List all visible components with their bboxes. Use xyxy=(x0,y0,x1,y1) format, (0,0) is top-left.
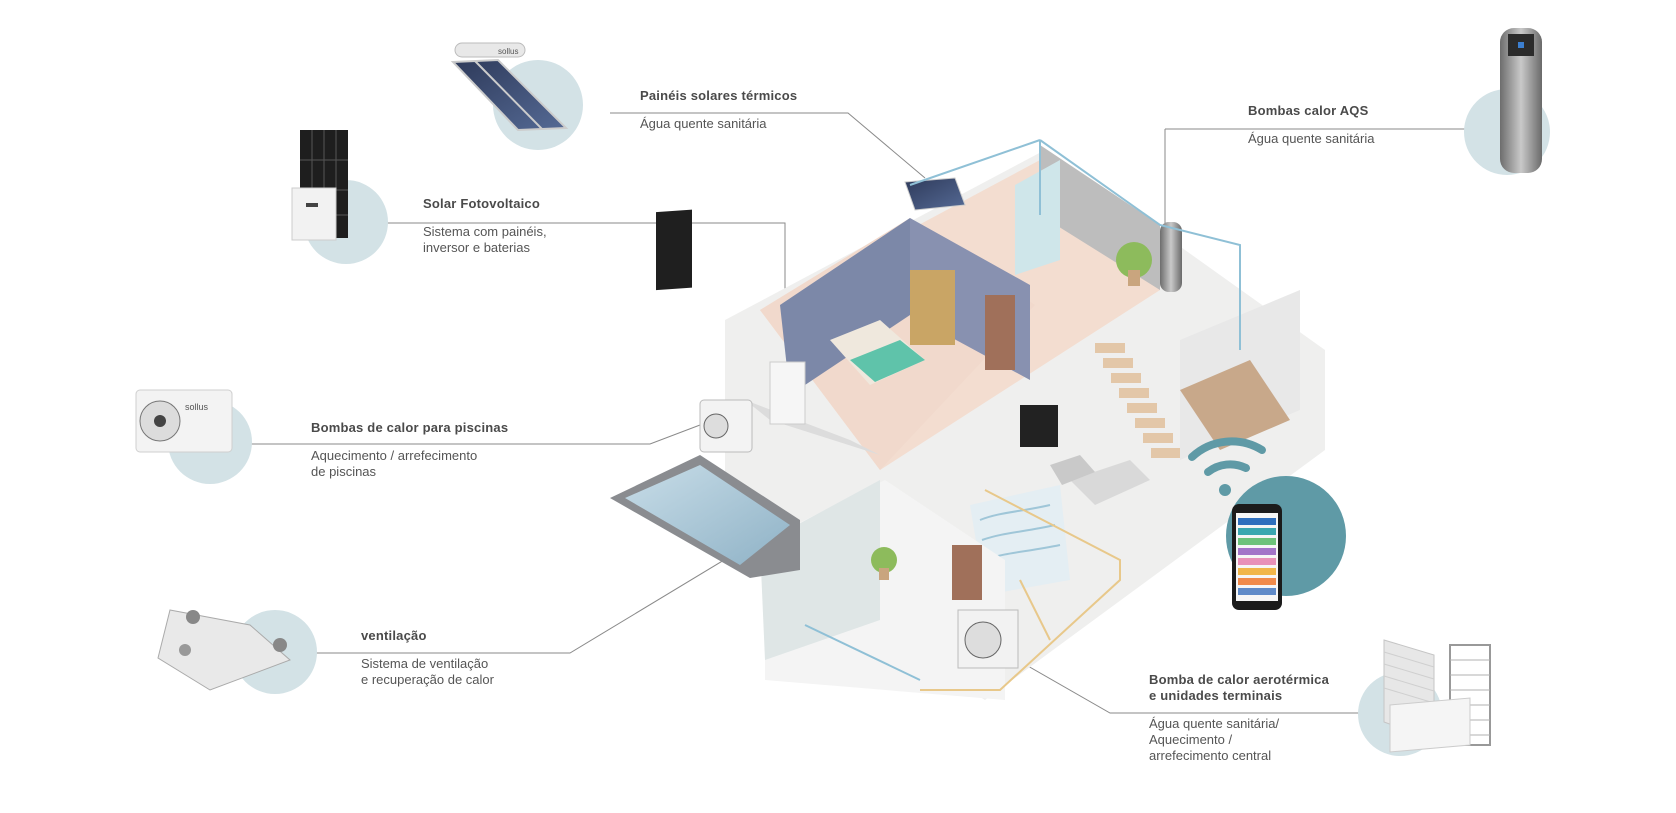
smartphone-app xyxy=(1226,476,1346,610)
label-photovoltaic: Solar Fotovoltaico Sistema com painéis, … xyxy=(423,196,547,256)
ventilation-title: ventilação xyxy=(361,628,427,643)
thermal-solar-desc: Água quente sanitária xyxy=(640,116,767,131)
wifi-icon xyxy=(1188,437,1266,496)
label-dhw-heat-pump: Bombas calor AQS Água quente sanitária xyxy=(1248,103,1374,147)
label-aerothermal: Bomba de calor aerotérmica e unidades te… xyxy=(1149,672,1329,764)
svg-text:sollus: sollus xyxy=(185,402,209,412)
thermal-solar-title: Painéis solares térmicos xyxy=(640,88,798,103)
ventilation-product xyxy=(157,609,317,694)
aerothermal-desc: Água quente sanitária/ Aquecimento / arr… xyxy=(1149,716,1280,763)
aerothermal-title: Bomba de calor aerotérmica e unidades te… xyxy=(1149,672,1330,703)
dhw-heat-pump-title: Bombas calor AQS xyxy=(1248,103,1369,118)
thermal-solar-product: sollus xyxy=(450,42,583,150)
aerothermal-product xyxy=(1358,639,1491,756)
svg-text:sollus: sollus xyxy=(498,47,518,56)
photovoltaic-desc: Sistema com painéis, inversor e baterias xyxy=(423,224,547,255)
dhw-heat-pump-desc: Água quente sanitária xyxy=(1248,131,1375,146)
dhw-heat-pump-product xyxy=(1464,28,1550,175)
pool-heat-pump-desc: Aquecimento / arrefecimento de piscinas xyxy=(311,448,478,479)
pool-heat-pump-product: sollus xyxy=(135,389,252,484)
ventilation-desc: Sistema de ventilação e recuperação de c… xyxy=(361,656,494,687)
pool xyxy=(610,455,800,578)
photovoltaic-title: Solar Fotovoltaico xyxy=(423,196,541,211)
label-pool-heat-pump: Bombas de calor para piscinas Aqueciment… xyxy=(311,420,508,480)
house xyxy=(699,139,1325,700)
photovoltaic-product xyxy=(291,130,692,291)
pool-heat-pump-title: Bombas de calor para piscinas xyxy=(311,420,509,435)
label-thermal-solar: Painéis solares térmicos Água quente san… xyxy=(640,88,797,132)
label-ventilation: ventilação Sistema de ventilação e recup… xyxy=(361,628,494,688)
